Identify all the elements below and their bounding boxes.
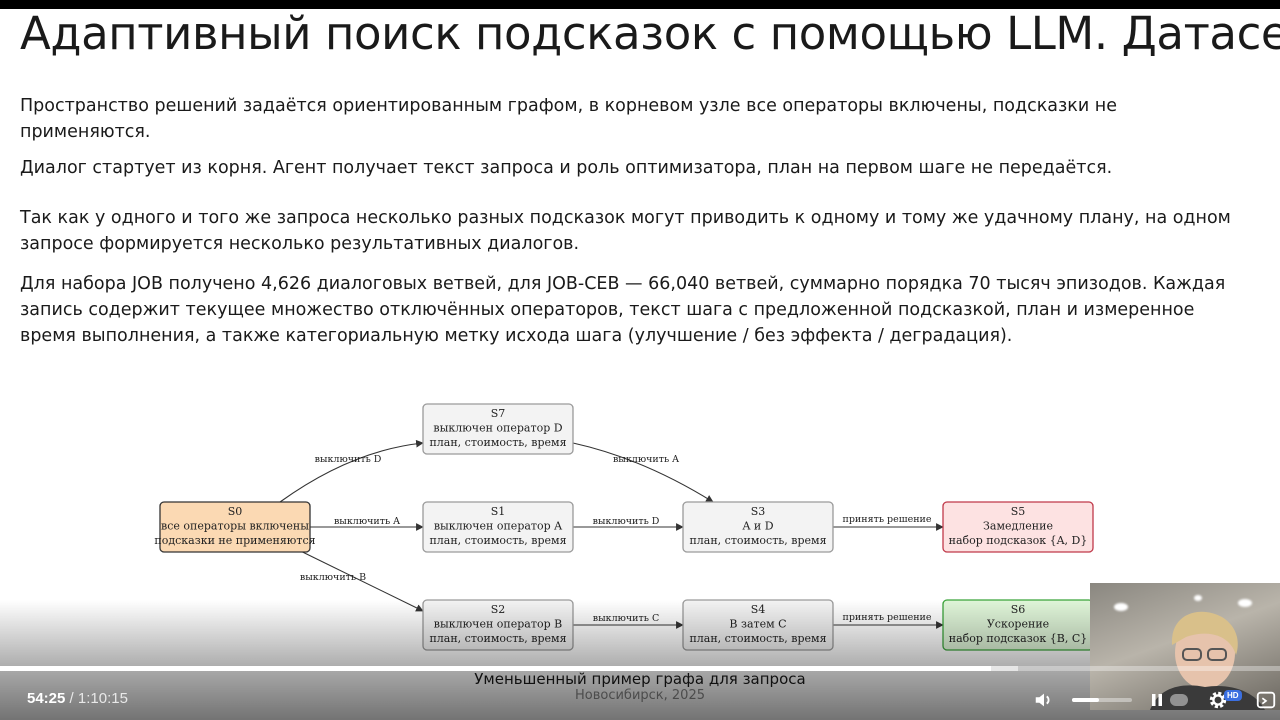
graph-edge-label: выключить D <box>315 454 382 465</box>
graph-node-text: S0 <box>228 505 243 518</box>
graph-node-text: S2 <box>491 603 506 616</box>
graph-node-text: S3 <box>751 505 766 518</box>
graph-node-text: план, стоимость, время <box>689 632 826 645</box>
time-current: 54:25 <box>27 690 65 707</box>
fullscreen-button[interactable] <box>1254 688 1278 712</box>
graph-node-text: B затем C <box>729 618 786 631</box>
graph-edge-label: выключить B <box>300 572 366 583</box>
graph-node-text: все операторы включены <box>161 520 309 533</box>
graph-edge-label: выключить D <box>593 516 660 527</box>
graph-node-text: выключен оператор D <box>433 422 562 435</box>
query-graph-diagram: выключить D выключить A выключить B выключи… <box>150 389 1110 669</box>
graph-node-text: S4 <box>751 603 766 616</box>
graph-node-text: план, стоимость, время <box>689 534 826 547</box>
graph-edge-s0-s7 <box>280 443 423 502</box>
graph-node-text: выключен оператор A <box>434 520 563 533</box>
graph-edge-s7-s3 <box>573 443 713 502</box>
graph-node-text: набор подсказок {B, C} <box>949 632 1087 645</box>
graph-edge-label: принять решение <box>843 612 932 623</box>
paragraph-dialog-start: Диалог стартует из корня. Агент получает… <box>20 155 1250 181</box>
slide: Адаптивный поиск подсказок с помощью LLM… <box>0 9 1280 720</box>
graph-edge-label: принять решение <box>843 514 932 525</box>
graph-node-text: Замедление <box>983 520 1053 533</box>
graph-edge-label: выключить C <box>593 613 659 624</box>
graph-node-text: S1 <box>491 505 506 518</box>
presenter-webcam <box>1090 583 1280 710</box>
graph-node-text: Ускорение <box>987 618 1049 631</box>
progress-bar[interactable] <box>0 666 1280 671</box>
graph-node-text: S7 <box>491 407 506 420</box>
progress-played <box>0 666 991 671</box>
paragraph-graph-space: Пространство решений задаётся ориентиров… <box>20 93 1250 145</box>
time-separator: / <box>65 690 78 707</box>
graph-edge-label: выключить A <box>613 454 679 465</box>
paragraph-multiple-dialogs: Так как у одного и того же запроса неско… <box>20 205 1250 257</box>
figure-caption: Уменьшенный пример графа для запроса <box>0 670 1280 688</box>
graph-node-text: план, стоимость, время <box>429 632 566 645</box>
volume-level <box>1072 698 1099 702</box>
time-total: 1:10:15 <box>78 690 128 707</box>
graph-node-text: A и D <box>741 520 773 533</box>
pause-icon <box>1148 691 1166 709</box>
graph-edge-label: выключить A <box>334 516 400 527</box>
graph-node-text: план, стоимость, время <box>429 534 566 547</box>
volume-slider[interactable] <box>1072 698 1132 702</box>
volume-icon[interactable] <box>1032 688 1056 712</box>
graph-node-text: подсказки не применяются <box>154 534 315 547</box>
graph-node-text: S5 <box>1011 505 1026 518</box>
graph-node-text: S6 <box>1011 603 1026 616</box>
time-display: 54:25 / 1:10:15 <box>27 690 128 707</box>
graph-node-text: план, стоимость, время <box>429 436 566 449</box>
graph-node-text: выключен оператор B <box>434 618 562 631</box>
slide-title: Адаптивный поиск подсказок с помощью LLM… <box>20 9 1280 60</box>
graph-node-text: набор подсказок {A, D} <box>949 534 1088 547</box>
fullscreen-icon <box>1255 689 1277 711</box>
pause-button[interactable] <box>1145 688 1169 712</box>
autoplay-toggle[interactable] <box>1170 694 1188 706</box>
paragraph-dataset-stats: Для набора JOB получено 4,626 диалоговых… <box>20 271 1250 349</box>
hd-badge: HD <box>1224 690 1242 701</box>
